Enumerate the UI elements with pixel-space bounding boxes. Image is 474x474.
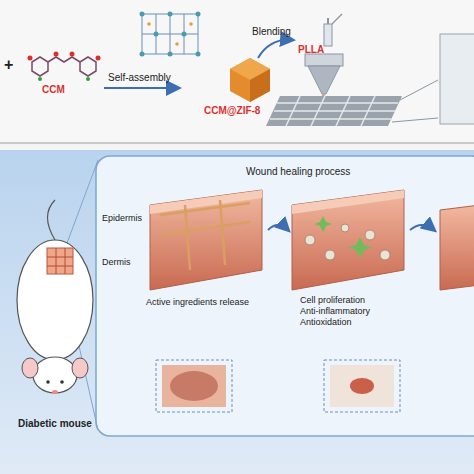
panel-heading: Wound healing process	[246, 166, 350, 177]
layer-label: Epidermis	[102, 214, 142, 224]
stage-label: Anti-inflammatory	[300, 307, 370, 317]
stage-label: Active ingredients release	[146, 298, 249, 308]
layer-label: Dermis	[102, 258, 131, 268]
compound-label: CCM@ZIF-8	[204, 105, 260, 116]
material-label: PLLA	[298, 44, 324, 55]
compound-label: CCM	[42, 84, 65, 95]
subject-label: Diabetic mouse	[18, 418, 92, 429]
step-label: Self-assembly	[108, 72, 171, 83]
step-label: Blending	[252, 26, 291, 37]
stage-label: Cell proliferation	[300, 296, 365, 306]
stage-label: Antioxidation	[300, 318, 352, 328]
plus-sign: +	[4, 56, 13, 74]
